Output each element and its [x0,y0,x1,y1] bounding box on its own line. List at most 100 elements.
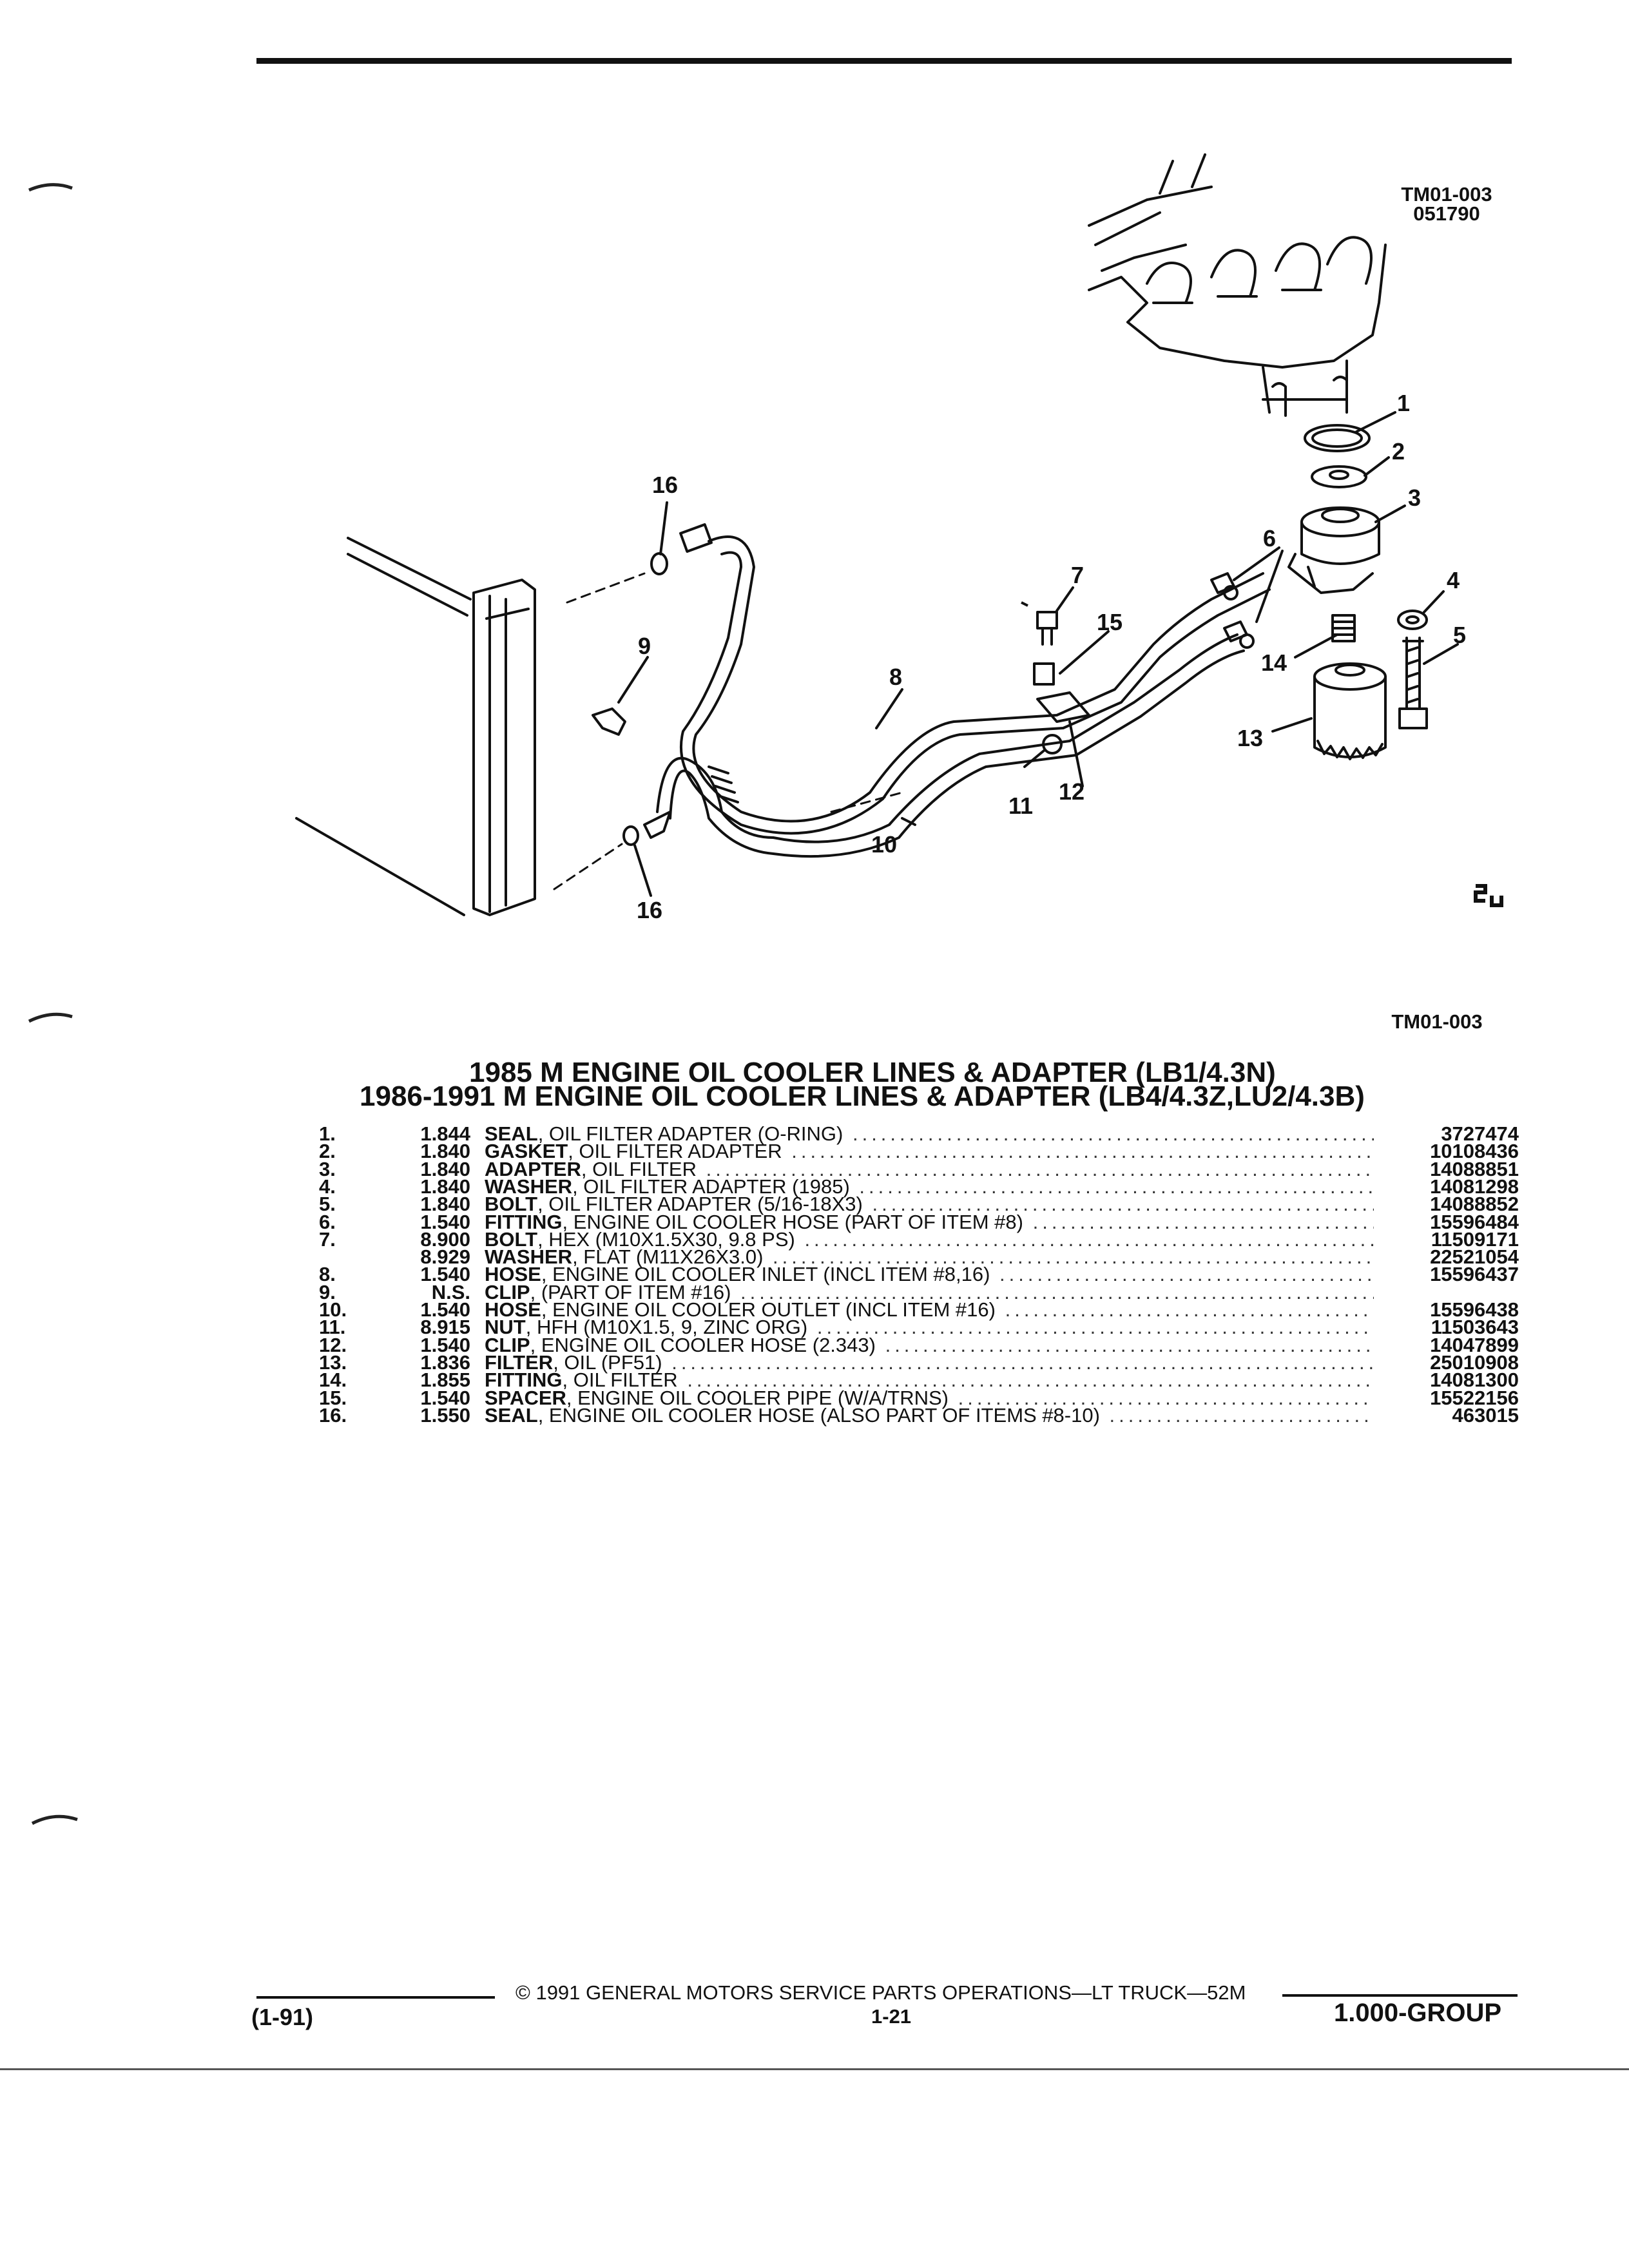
group-number: 8.900 [420,1227,470,1251]
callout-4: 4 [1447,567,1460,593]
hose-fitting [1210,572,1235,594]
part-name: SEAL [485,1122,538,1145]
part-description: BOLT, HEX (M10X1.5X30, 9.8 PS) .........… [485,1227,1374,1251]
footer-copyright: © 1991 GENERAL MOTORS SERVICE PARTS OPER… [516,1981,1246,2004]
part-detail: , HFH (M10X1.5, 9, ZINC ORG) [525,1316,808,1339]
part-detail: , OIL FILTER ADAPTER (5/16-18X3) [537,1193,863,1216]
part-detail: , OIL FILTER ADAPTER [568,1140,782,1163]
part-description: FITTING, OIL FILTER ....................… [485,1369,1374,1392]
part-name: CLIP [485,1280,530,1303]
part-detail: , OIL FILTER [581,1157,697,1180]
item-number: 5. [319,1193,336,1216]
part-description: GASKET, OIL FILTER ADAPTER .............… [485,1140,1374,1163]
nut [1042,734,1063,754]
engine-manifold [1088,153,1387,417]
item-number: 15. [319,1386,347,1409]
group-number: 8.915 [420,1316,470,1339]
part-number: 463015 [1452,1403,1519,1427]
group-number: 1.540 [420,1210,470,1233]
item-number: 9. [319,1280,336,1303]
page-title-line2: 1986-1991 M ENGINE OIL COOLER LINES & AD… [360,1081,1365,1112]
part-number: 14088851 [1430,1157,1519,1180]
part-detail: , HEX (M10X1.5X30, 9.8 PS) [537,1227,795,1251]
part-detail: , ENGINE OIL COOLER OUTLET (INCL ITEM #1… [541,1298,996,1321]
callout-10: 10 [871,831,898,858]
callout-15: 15 [1097,609,1123,635]
part-name: WASHER [485,1175,573,1198]
part-number: 3727474 [1441,1122,1519,1145]
item-number: 3. [319,1157,336,1180]
callout-16-upper: 16 [652,472,679,498]
hose-seal-upper [650,552,668,575]
part-number: 15596484 [1430,1210,1519,1233]
filter-fitting [1331,614,1356,642]
part-description: BOLT, OIL FILTER ADAPTER (5/16-18X3) ...… [485,1193,1374,1216]
part-number: 25010908 [1430,1350,1519,1374]
part-name: SEAL [485,1403,538,1427]
part-name: SPACER [485,1386,566,1409]
part-detail: , OIL FILTER [562,1369,678,1392]
part-description: HOSE, ENGINE OIL COOLER OUTLET (INCL ITE… [485,1298,1374,1321]
footer-rule-left [256,1996,495,1999]
part-detail: , FLAT (M11X26X3.0) [572,1245,764,1269]
oil-filter [1313,662,1387,760]
callout-11: 11 [1008,793,1034,819]
part-name: FITTING [485,1210,563,1233]
part-description: FITTING, ENGINE OIL COOLER HOSE (PART OF… [485,1210,1374,1233]
item-number: 12. [319,1333,347,1356]
part-description: NUT, HFH (M10X1.5, 9, ZINC ORG) ........… [485,1316,1374,1339]
part-name: BOLT [485,1193,538,1216]
callout-2: 2 [1392,438,1405,465]
footer-rule-right [1282,1994,1518,1997]
part-number: 14088852 [1430,1193,1519,1216]
item-number: 1. [319,1122,336,1145]
part-detail: , OIL FILTER ADAPTER (O-RING) [537,1122,843,1145]
hose-inlet-outer [679,551,1271,835]
group-number: N.S. [431,1280,470,1303]
group-number: 1.855 [420,1369,470,1392]
group-number: 1.840 [420,1175,470,1198]
part-description: SPACER, ENGINE OIL COOLER PIPE (W/A/TRNS… [485,1386,1374,1409]
gasket [1311,465,1367,488]
part-detail: , (PART OF ITEM #16) [530,1280,731,1303]
part-number: 14047899 [1430,1333,1519,1356]
item-number: 8. [319,1263,336,1286]
group-number: 8.929 [420,1245,470,1269]
item-number: 10. [319,1298,347,1321]
spacer [1033,662,1055,686]
part-number: 14081300 [1430,1369,1519,1392]
oil-filter-adapter [1287,506,1380,594]
footer-page-number: 1-21 [871,2005,912,2028]
part-name: BOLT [485,1227,538,1251]
part-name: CLIP [485,1333,530,1356]
part-name: ADAPTER [485,1157,581,1180]
washer [1397,610,1428,630]
group-number: 1.540 [420,1263,470,1286]
part-detail: , ENGINE OIL COOLER HOSE (PART OF ITEM #… [562,1210,1023,1233]
hose-clip-small [592,707,626,736]
callout-9: 9 [638,633,651,659]
part-description: ADAPTER, OIL FILTER ....................… [485,1157,1374,1180]
item-number: 6. [319,1210,336,1233]
callout-7: 7 [1071,562,1084,588]
item-number: 7. [319,1227,336,1251]
hose-seal-lower [622,825,639,846]
item-number: 14. [319,1369,347,1392]
part-detail: , ENGINE OIL COOLER INLET (INCL ITEM #8,… [541,1263,990,1286]
footer-date: (1-91) [251,2004,314,2030]
part-name: WASHER [485,1245,573,1269]
callout-14: 14 [1261,649,1287,676]
callout-12: 12 [1059,778,1085,805]
figure-code-bottom: TM01-003 [1391,1010,1483,1033]
part-detail: , ENGINE OIL COOLER HOSE (ALSO PART OF I… [537,1403,1100,1427]
part-name: GASKET [485,1140,568,1163]
item-number: 4. [319,1175,336,1198]
part-description: FILTER, OIL (PF51) .....................… [485,1350,1374,1374]
part-description: HOSE, ENGINE OIL COOLER INLET (INCL ITEM… [485,1263,1374,1286]
item-number: 13. [319,1350,347,1374]
item-number: 16. [319,1403,347,1427]
part-number: 22521054 [1430,1245,1519,1269]
group-number: 1.840 [420,1193,470,1216]
callout-6: 6 [1263,525,1277,552]
part-name: NUT [485,1316,526,1339]
